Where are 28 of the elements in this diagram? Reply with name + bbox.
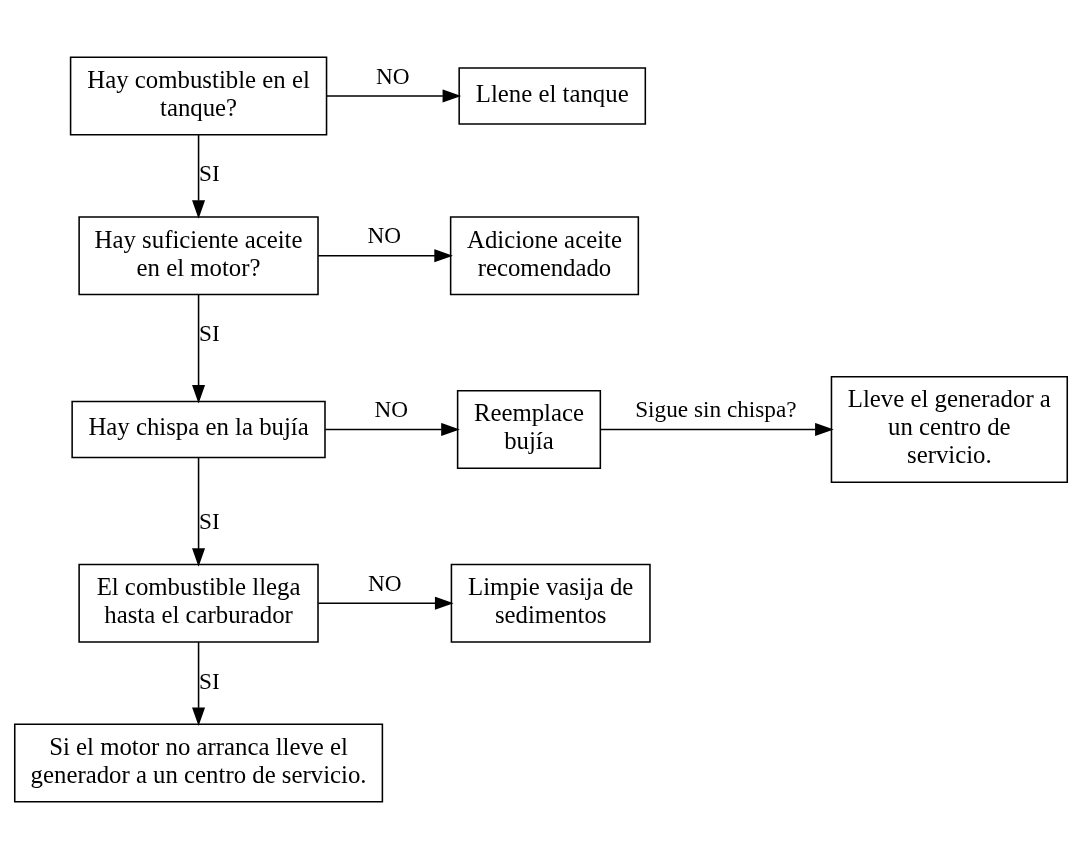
arrow bbox=[326, 88, 462, 102]
arrow bbox=[192, 641, 206, 726]
edge-label: Sigue sin chispa? bbox=[635, 395, 797, 422]
edge-label: SI bbox=[199, 507, 220, 534]
edge-label: NO bbox=[367, 569, 402, 596]
edge-label: NO bbox=[374, 395, 409, 422]
edge-label: NO bbox=[367, 221, 402, 248]
edge-label: SI bbox=[199, 159, 220, 186]
edge-label: SI bbox=[199, 319, 220, 346]
node-box: Adicione aceite recomendado bbox=[449, 215, 640, 295]
arrow bbox=[317, 248, 453, 262]
arrow bbox=[600, 422, 834, 436]
node-box: Llene el tanque bbox=[458, 66, 647, 125]
node-box: Hay combustible en el tanque? bbox=[69, 55, 328, 136]
node-box: Hay chispa en la bujía bbox=[71, 400, 326, 458]
arrow bbox=[192, 293, 206, 403]
node-box: Hay suficiente aceite en el motor? bbox=[78, 215, 319, 295]
node-box: Lleve el generador a un centro de servicio. bbox=[830, 375, 1069, 483]
edge-label: SI bbox=[199, 667, 220, 694]
edge-label: NO bbox=[376, 62, 410, 89]
node-box: Reemplace bujía bbox=[456, 389, 602, 469]
arrow bbox=[192, 133, 206, 219]
node-box: El combustible llega hasta el carburador bbox=[78, 563, 319, 643]
arrow bbox=[324, 422, 460, 436]
node-box: Si el motor no arranca lleve el generador a un centro de servicio. bbox=[13, 722, 384, 803]
arrow bbox=[192, 456, 206, 567]
arrow bbox=[317, 596, 454, 610]
node-box: Limpie vasija de sedimentos bbox=[450, 563, 651, 643]
